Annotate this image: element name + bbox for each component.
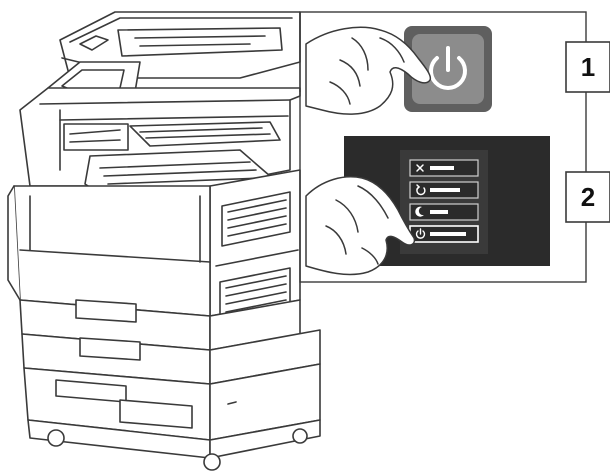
menu-item-text-bar	[430, 188, 460, 192]
step-number-label: 2	[581, 182, 595, 212]
power-menu-item-restart[interactable]	[410, 182, 478, 198]
menu-item-text-bar	[430, 210, 448, 214]
step-number-label: 1	[581, 52, 595, 82]
power-menu-item-close[interactable]	[410, 160, 478, 176]
power-menu-item-power-off[interactable]	[410, 226, 478, 242]
caster-wheel	[204, 454, 220, 470]
caster-wheel	[48, 430, 64, 446]
printer-body-front	[8, 186, 210, 316]
side-panel	[210, 170, 300, 320]
step-number-2: 2	[566, 172, 610, 222]
paper-trays	[20, 300, 320, 440]
power-menu-item-sleep[interactable]	[410, 204, 478, 220]
menu-item-text-bar	[430, 166, 454, 170]
printer-illustration	[8, 12, 320, 470]
caster-wheel	[293, 429, 307, 443]
step-number-1: 1	[566, 42, 610, 92]
menu-item-text-bar	[430, 232, 466, 236]
